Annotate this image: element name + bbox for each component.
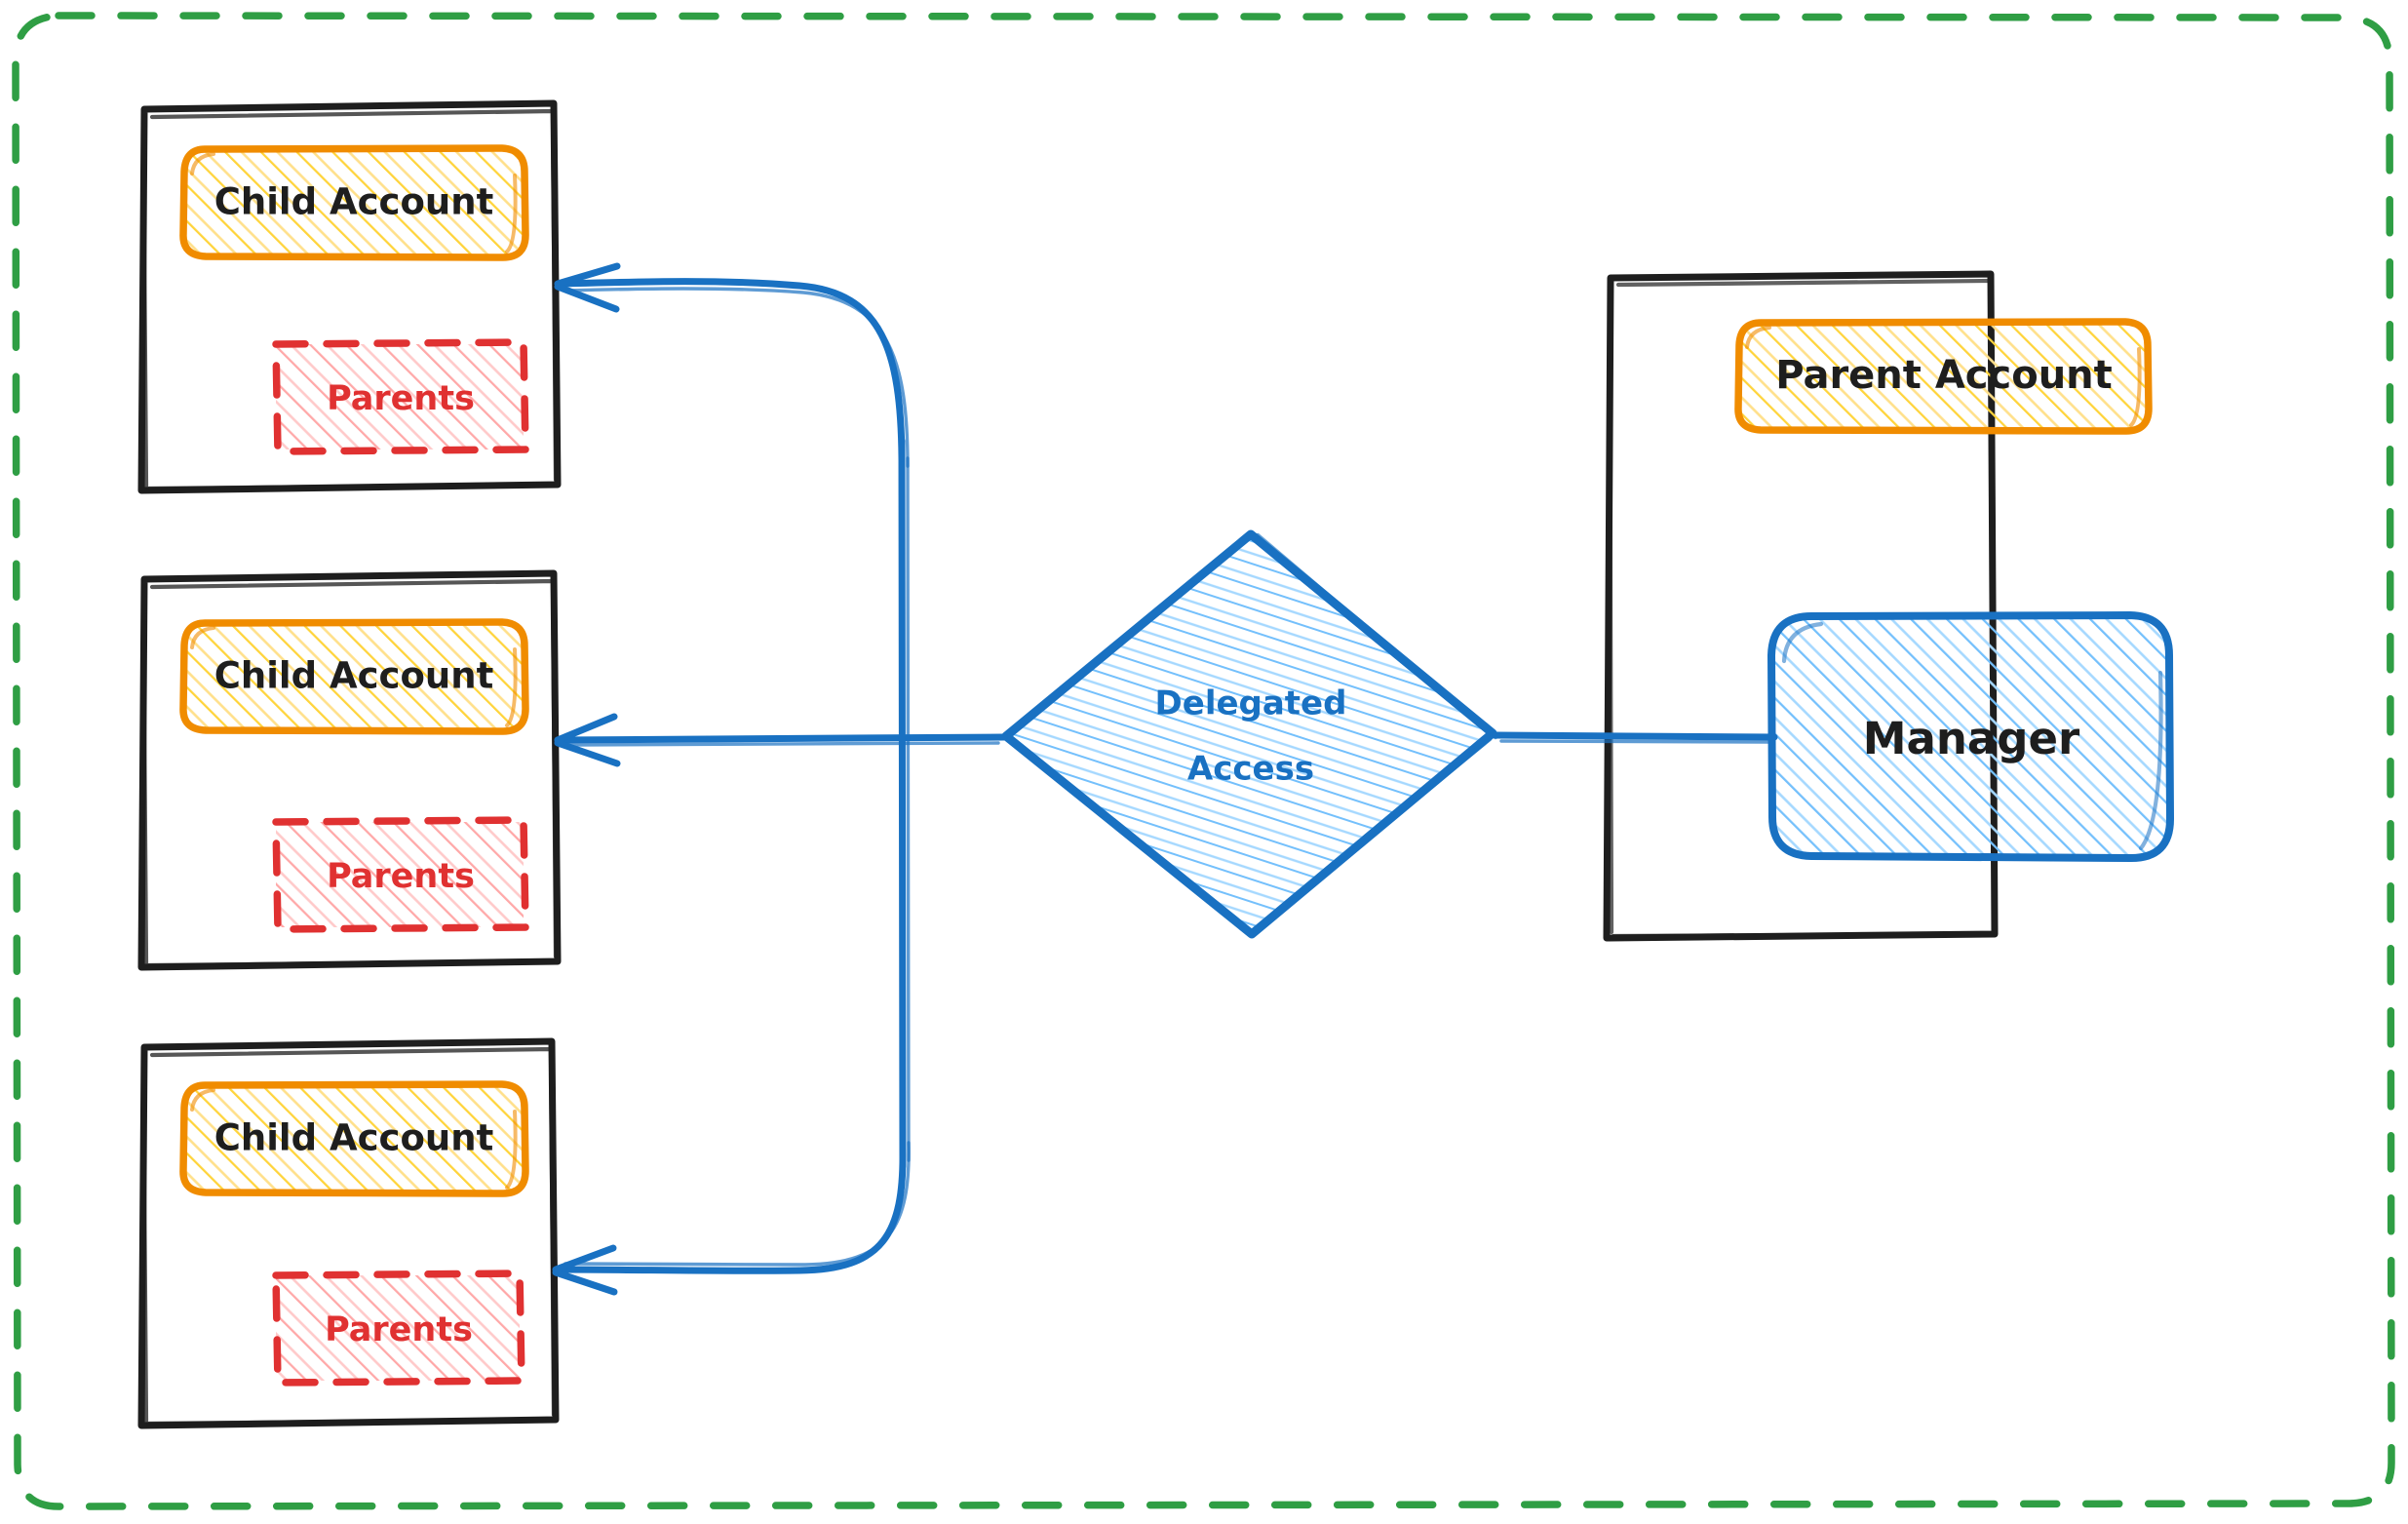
connector-delegated-access-to-child-3 (552, 1141, 911, 1296)
connector-delegated-access-to-child-2 (554, 713, 1008, 767)
parents-label-2: Parents (327, 857, 475, 896)
child-account-container-3[interactable]: Child Account Parents (137, 1037, 560, 1429)
parents-box-2[interactable]: Parents (272, 816, 529, 933)
connector-delegated-access-to-child-1 (554, 262, 910, 468)
child-account-label-2: Child Account (214, 655, 494, 697)
parents-label-3: Parents (325, 1310, 473, 1349)
delegated-access-label-line1: Delegated (1155, 684, 1347, 723)
delegated-access-diamond[interactable]: Delegated Access (1001, 529, 1498, 939)
child-account-container-2[interactable]: Child Account Parents (137, 569, 562, 971)
child-account-pill-3[interactable]: Child Account (179, 1080, 529, 1197)
child-account-pill-2[interactable]: Child Account (179, 618, 529, 735)
parents-label-1: Parents (327, 379, 475, 418)
child-account-pill-1[interactable]: Child Account (179, 144, 529, 261)
child-account-label-3: Child Account (214, 1117, 494, 1159)
connector-manager-to-delegated-access (1492, 731, 1778, 744)
parents-box-1[interactable]: Parents (272, 338, 529, 455)
manager-label: Manager (1863, 713, 2080, 764)
organization-boundary (12, 12, 2395, 1510)
manager-box[interactable]: Manager (1767, 611, 2174, 862)
child-account-label-1: Child Account (214, 181, 494, 223)
parent-account-pill[interactable]: Parent Account (1734, 318, 2153, 435)
child-account-container-1[interactable]: Child Account Parents (137, 99, 562, 494)
connector-vertical-stem (898, 437, 911, 1170)
parent-account-label: Parent Account (1775, 353, 2113, 398)
parents-box-3[interactable]: Parents (272, 1270, 525, 1387)
delegated-access-label-line2: Access (1187, 750, 1314, 789)
parent-account-container[interactable]: Parent Account Manager (1603, 270, 2174, 942)
